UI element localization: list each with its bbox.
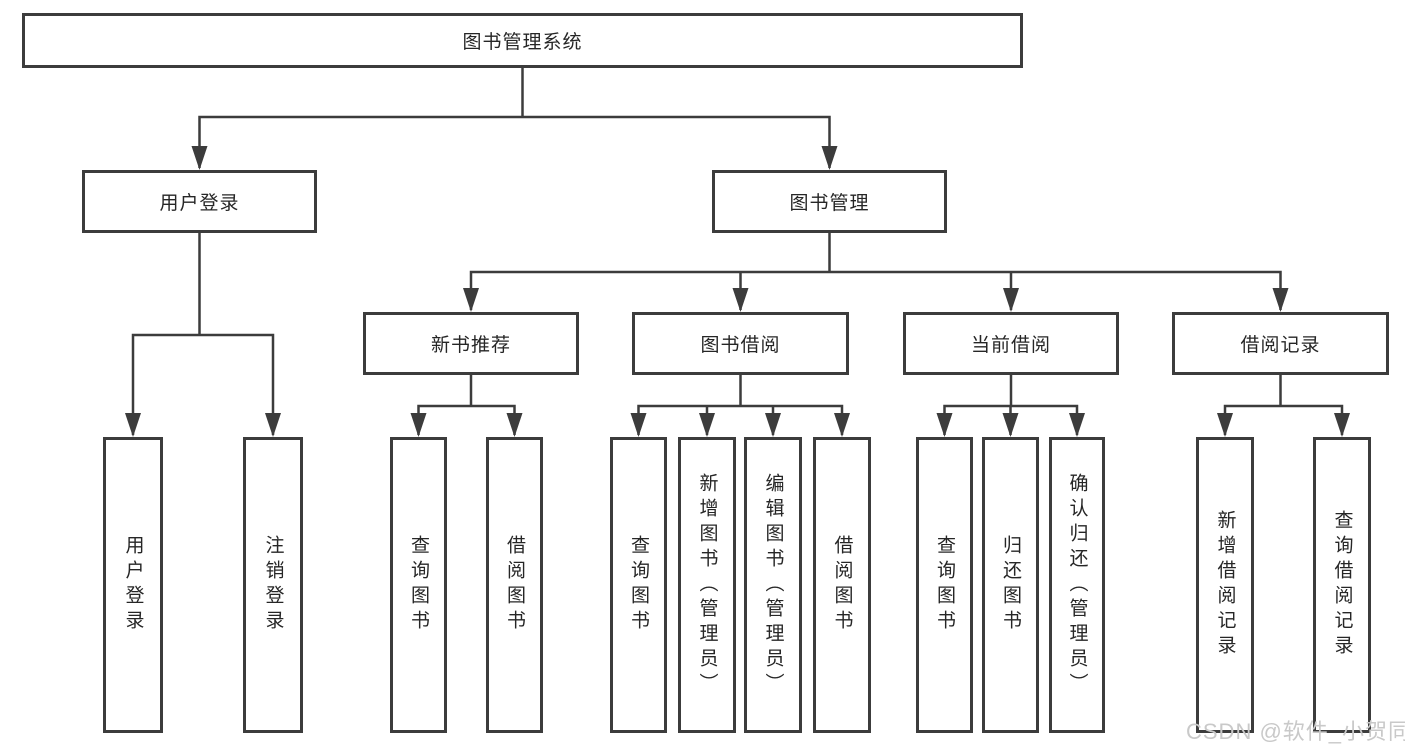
leaf-label: 新增借阅记录 [1214,510,1236,660]
leaf-records-add-borrow-record: 新增借阅记录 [1196,437,1254,733]
node-label: 用户登录 [159,193,240,214]
connector-line [417,375,516,435]
arrowhead-icon [265,413,281,437]
arrowhead-icon [834,413,850,437]
node-label: 图书管理 [789,193,870,214]
leaf-label: 用户登录 [122,535,144,635]
arrowhead-icon [699,413,715,437]
connector-line [198,115,831,168]
connector-borrow-records-children [1217,375,1350,437]
leaf-label: 借阅图书 [831,535,853,635]
arrowhead-icon [936,413,953,437]
leaf-label: 归还图书 [1000,535,1021,635]
leaf-label: 查询图书 [628,535,649,635]
arrowhead-icon [506,413,523,437]
node-borrowing-records: 借阅记录 [1172,312,1389,375]
connector-current-borrow-children [936,375,1085,437]
node-label: 借阅记录 [1240,335,1321,356]
arrowhead-icon [732,288,749,312]
arrowhead-icon [630,413,647,437]
csdn-watermark: CSDN @软件_小贺同学 [1186,719,1405,744]
arrowhead-icon [410,413,427,437]
arrowhead-icon [1272,288,1289,312]
connector-book-borrow-children [630,375,850,437]
leaf-new-book-query-books: 查询图书 [390,437,447,733]
node-new-book-recommendation: 新书推荐 [363,312,579,375]
connector-book-management-children [463,233,1289,312]
leaf-borrow-edit-books-admin: 编辑图书（管理员） [744,437,802,733]
node-user-login: 用户登录 [82,170,317,233]
arrowhead-icon [1217,413,1233,437]
arrowhead-icon [1003,288,1019,312]
connector-root-to-level2 [191,68,838,170]
arrowhead-icon [765,413,781,437]
leaf-records-query-borrow-record: 查询借阅记录 [1313,437,1371,733]
node-label: 图书借阅 [700,335,781,356]
leaf-label: 注销登录 [262,535,284,635]
connector-user-login-children [125,233,281,437]
leaf-label: 确认归还（管理员） [1066,472,1088,698]
arrowhead-icon [125,413,141,437]
node-book-borrowing: 图书借阅 [632,312,849,375]
leaf-current-confirm-return-admin: 确认归还（管理员） [1049,437,1105,733]
arrowhead-icon [1334,413,1350,437]
node-book-management: 图书管理 [712,170,947,233]
leaf-user-login: 用户登录 [103,437,163,733]
leaf-borrow-query-books: 查询图书 [610,437,667,733]
arrowhead-icon [1069,413,1085,437]
leaf-label: 查询借阅记录 [1331,510,1353,660]
leaf-borrow-add-books-admin: 新增图书（管理员） [678,437,736,733]
connector-line [131,233,275,435]
node-label: 当前借阅 [970,335,1051,356]
leaf-label: 查询图书 [934,535,955,635]
leaf-label: 查询图书 [408,535,429,635]
leaf-label: 借阅图书 [504,535,525,635]
connector-line [469,233,1282,310]
arrowhead-icon [821,146,838,170]
leaf-current-return-books: 归还图书 [982,437,1039,733]
leaf-borrow-borrow-books: 借阅图书 [813,437,871,733]
node-library-management-system: 图书管理系统 [22,13,1023,68]
leaf-current-query-books: 查询图书 [916,437,973,733]
arrowhead-icon [191,146,208,170]
arrowhead-icon [463,288,479,312]
connector-new-book-children [410,375,523,437]
node-current-borrowing: 当前借阅 [903,312,1119,375]
node-label: 新书推荐 [430,335,511,356]
arrowhead-icon [1002,413,1019,437]
leaf-new-book-borrow-books: 借阅图书 [486,437,543,733]
connector-line [637,375,844,435]
leaf-logout: 注销登录 [243,437,303,733]
node-label: 图书管理系统 [462,32,583,53]
connector-line [1223,375,1344,435]
leaf-label: 新增图书（管理员） [696,472,718,698]
leaf-label: 编辑图书（管理员） [762,472,784,698]
